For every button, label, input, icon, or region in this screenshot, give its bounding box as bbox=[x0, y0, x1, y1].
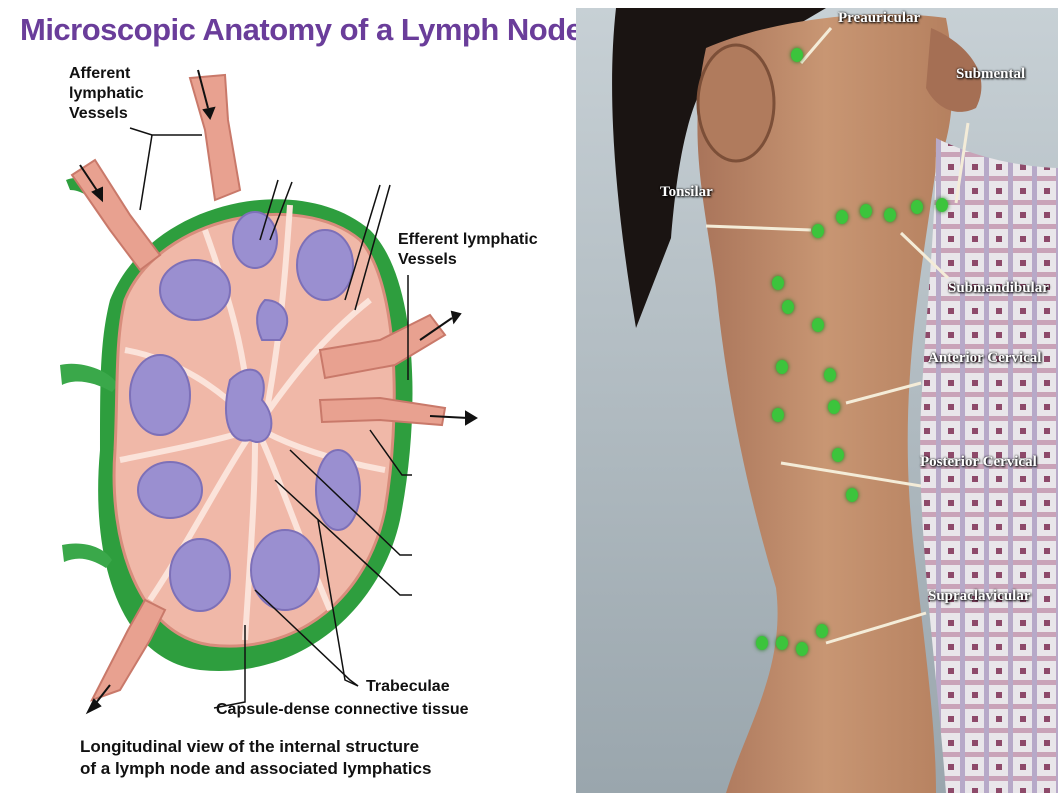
flow-arrows bbox=[79, 69, 478, 715]
diagram-caption: Longitudinal view of the internal struct… bbox=[80, 737, 432, 778]
node-marker bbox=[832, 448, 844, 462]
tonsilar-label: Tonsilar bbox=[660, 184, 713, 200]
follicle bbox=[315, 449, 361, 531]
node-marker bbox=[756, 636, 768, 650]
node-marker bbox=[911, 200, 923, 214]
node-marker bbox=[772, 408, 784, 422]
lymph-node-illustration bbox=[60, 69, 478, 715]
efferent-vessels bbox=[318, 313, 447, 427]
efferent-vessels-label: Efferent lymphatic Vessels bbox=[398, 231, 538, 268]
node-marker bbox=[936, 198, 948, 212]
afferent-vessel bbox=[89, 598, 167, 702]
submental-label: Submental bbox=[956, 66, 1026, 82]
supraclavicular-label: Supraclavicular bbox=[928, 588, 1031, 604]
afferent-vessel bbox=[188, 73, 242, 202]
ear bbox=[696, 43, 776, 163]
trabeculae-label: Trabeculae bbox=[366, 678, 450, 695]
capsule-fat-left bbox=[60, 363, 118, 392]
node-marker bbox=[812, 224, 824, 238]
node-marker bbox=[776, 360, 788, 374]
medullary-cord bbox=[225, 368, 273, 443]
follicle bbox=[137, 461, 203, 519]
node-marker bbox=[812, 318, 824, 332]
capsule-label: Capsule-dense connective tissue bbox=[216, 701, 469, 718]
photo-leader-lines bbox=[705, 27, 970, 645]
node-marker bbox=[836, 210, 848, 224]
hair bbox=[612, 8, 826, 328]
neck-lymph-node-photo: Preauricular Submental Tonsilar Submandi… bbox=[576, 8, 1058, 793]
node-marker bbox=[791, 48, 803, 62]
follicle bbox=[296, 229, 354, 301]
neck-photo-illustration bbox=[576, 8, 1058, 793]
posterior-cervical-label: Posterior Cervical bbox=[920, 454, 1037, 470]
afferent-vessel bbox=[70, 158, 162, 272]
node-marker bbox=[772, 276, 784, 290]
anterior-cervical-label: Anterior Cervical bbox=[928, 350, 1042, 366]
capsule-fat-left-2 bbox=[62, 543, 112, 568]
chin bbox=[926, 28, 982, 112]
shirt bbox=[920, 138, 1058, 793]
node-marker bbox=[776, 636, 788, 650]
follicle bbox=[129, 354, 191, 436]
submandibular-label: Submandibular bbox=[948, 280, 1049, 296]
node-marker bbox=[884, 208, 896, 222]
medullary-cord bbox=[256, 298, 289, 341]
afferent-vessels-label: Afferent lymphatic Vessels bbox=[69, 65, 144, 122]
node-marker bbox=[824, 368, 836, 382]
follicle bbox=[159, 259, 231, 321]
node-marker bbox=[782, 300, 794, 314]
lymph-node-diagram-panel: Microscopic Anatomy of a Lymph Node bbox=[20, 12, 583, 778]
follicle bbox=[232, 211, 278, 269]
node-marker bbox=[816, 624, 828, 638]
preauricular-label: Preauricular bbox=[838, 10, 921, 26]
node-marker bbox=[860, 204, 872, 218]
efferent-vessel bbox=[318, 313, 447, 380]
follicle bbox=[169, 538, 231, 612]
follicle bbox=[250, 529, 320, 611]
leader-lines bbox=[129, 127, 412, 709]
node-marker bbox=[828, 400, 840, 414]
efferent-vessel bbox=[318, 396, 447, 427]
follicles bbox=[129, 211, 361, 612]
node-marker bbox=[846, 488, 858, 502]
diagram-title: Microscopic Anatomy of a Lymph Node bbox=[20, 12, 583, 47]
node-marker bbox=[796, 642, 808, 656]
